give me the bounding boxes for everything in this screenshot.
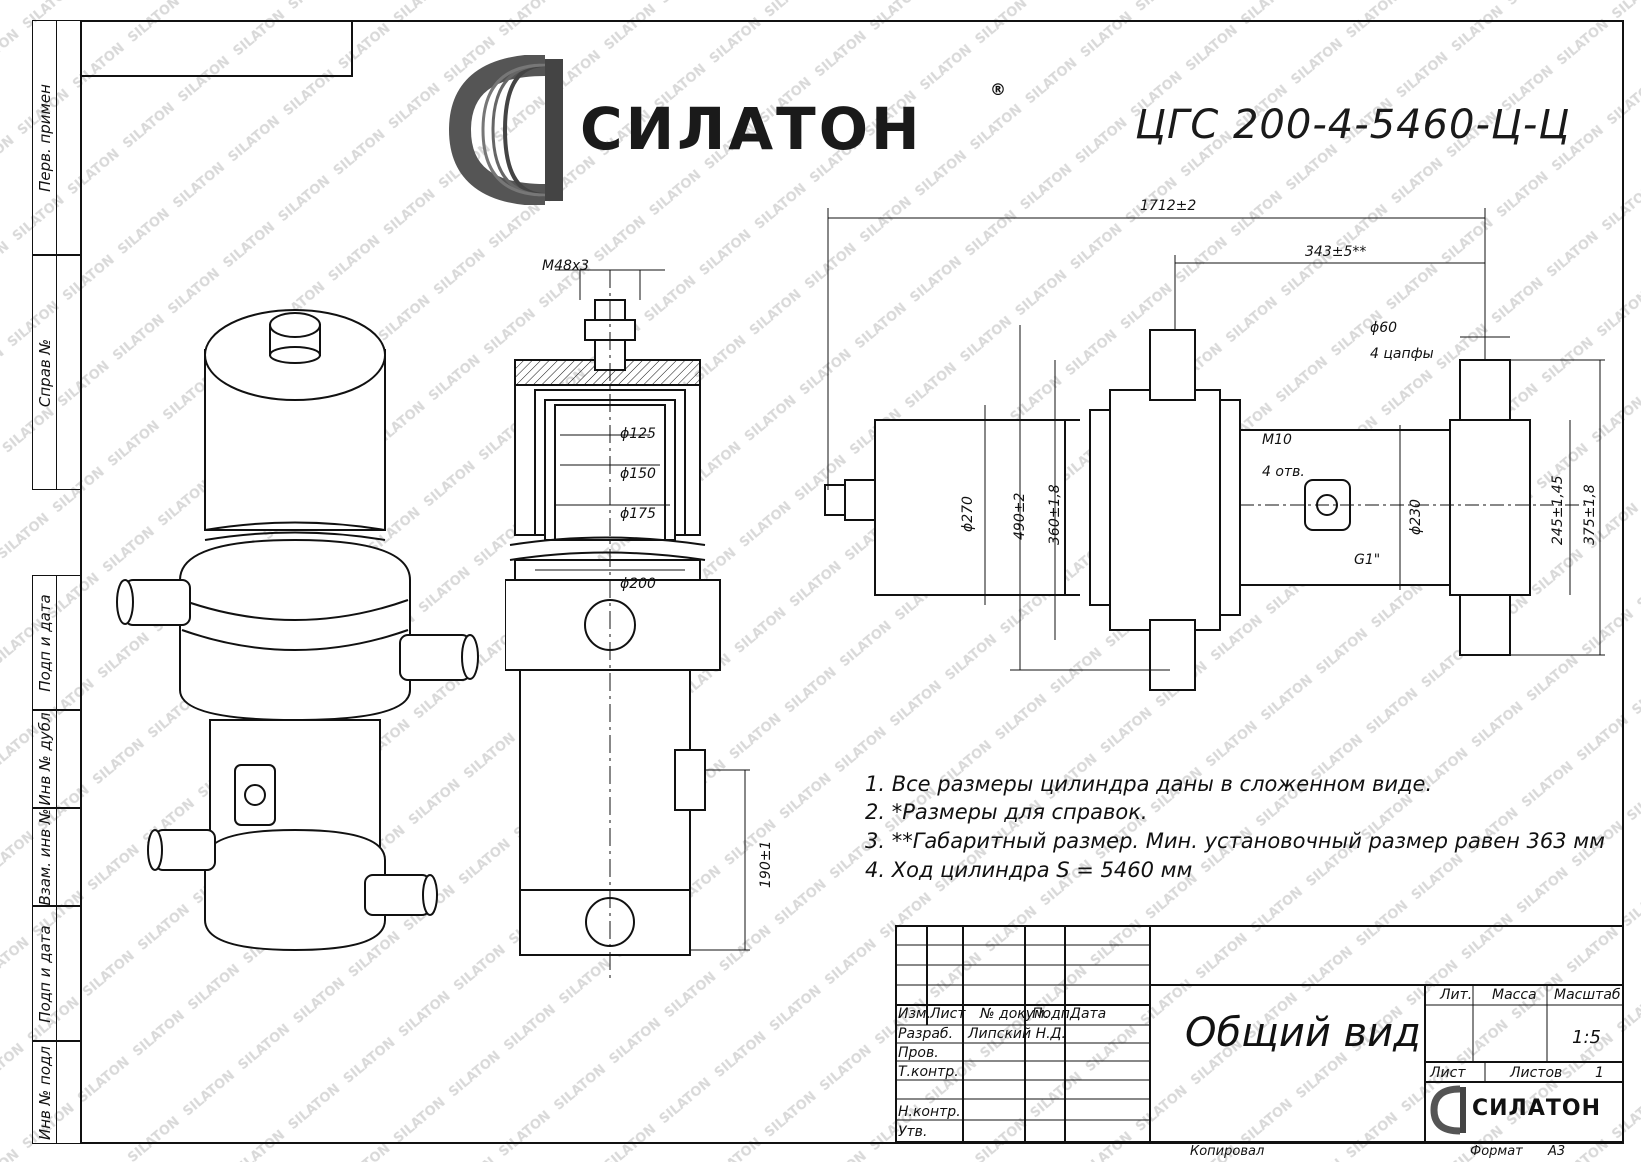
tb-developer: Липский Н.Д. (968, 1026, 1066, 1042)
tb-role-razrab: Разраб. (898, 1026, 954, 1042)
dim-holes: 4 отв. (1262, 464, 1305, 480)
tb-scale-label: Масштаб (1554, 987, 1621, 1003)
tb-role-utv: Утв. (898, 1124, 928, 1140)
drawing-frame (80, 20, 1624, 1144)
tb-role-tkontr: Т.контр. (898, 1064, 959, 1080)
tb-mass-label: Масса (1492, 987, 1537, 1003)
dim-h360: 360±1,8 (1047, 484, 1063, 545)
dim-g1: G1" (1354, 552, 1381, 568)
copied-label: Копировал (1190, 1144, 1265, 1159)
title-block-grid (895, 925, 1624, 1143)
registered-mark: ® (990, 80, 1006, 99)
dim-h375: 375±1,8 (1582, 484, 1598, 545)
tb-lit-label: Лит. (1440, 987, 1473, 1003)
tb-scale: 1:5 (1572, 1027, 1601, 1048)
format-value: А3 (1548, 1144, 1566, 1159)
dim-h490: 490±2 (1012, 492, 1028, 540)
tb-role-nkontr: Н.контр. (898, 1104, 961, 1120)
dim-h190: 190±1 (758, 840, 774, 888)
side-cell-inv-podl: Инв № подл (32, 1041, 80, 1144)
dim-m10: M10 (1262, 432, 1292, 448)
side-label: Инв № подл (35, 1045, 54, 1140)
side-label: Перв. примен (35, 83, 54, 192)
dim-d125: ϕ125 (620, 426, 656, 442)
document-number: ЦГС 200-4-5460-Ц-Ц (1135, 102, 1571, 148)
tb-header-dokum: № докум. (980, 1006, 1050, 1022)
tb-header-podp: Подп. (1032, 1006, 1075, 1022)
dim-d230: ϕ230 (1408, 499, 1424, 535)
tb-header-list: Лист (930, 1006, 966, 1022)
side-cell-sprav: Справ № (32, 255, 80, 490)
brand-name: СИЛАТОН (580, 95, 923, 163)
tb-sheets: 1 (1595, 1065, 1604, 1081)
side-cell-perv-primen: Перв. примен (32, 20, 80, 255)
tb-title: Общий вид (1185, 1010, 1421, 1056)
dim-trunnion-count: 4 цапфы (1370, 346, 1434, 362)
silaton-small-logo-icon (1430, 1085, 1466, 1135)
tb-role-prov: Пров. (898, 1045, 939, 1061)
tb-sheet-label: Лист (1430, 1065, 1466, 1081)
format-label: Формат (1470, 1144, 1523, 1159)
dim-d270: ϕ270 (960, 496, 976, 532)
side-cell-podp1: Подп и дата (32, 575, 80, 710)
side-cell-podp2: Подп и дата (32, 906, 80, 1041)
side-label: Подп и дата (35, 924, 54, 1023)
dim-overall-length: 1712±2 (1140, 198, 1197, 214)
silaton-logo-icon (448, 55, 563, 205)
note-1: 1. Все размеры цилиндра даны в сложенном… (865, 772, 1433, 796)
dim-trunnion-offset: 343±5** (1305, 244, 1367, 260)
dim-m48: M48x3 (542, 258, 590, 274)
tb-header-data: Дата (1070, 1006, 1107, 1022)
top-left-box (80, 20, 353, 77)
side-label: Подп и дата (35, 593, 54, 692)
side-label: Инв № дубл (35, 712, 54, 806)
cylinder-section-view (505, 269, 750, 980)
side-cell-inv-dubl: Инв № дубл (32, 710, 80, 808)
tb-brand-name: СИЛАТОН (1472, 1096, 1601, 1121)
note-2: 2. *Размеры для справок. (865, 800, 1148, 824)
tb-sheets-label: Листов (1510, 1065, 1563, 1081)
dim-h245: 245±1,45 (1550, 475, 1566, 545)
note-4: 4. Ход цилиндра S = 5460 мм (865, 858, 1193, 882)
cylinder-side-view (824, 208, 1605, 691)
note-3: 3. **Габаритный размер. Мин. установочны… (865, 829, 1605, 853)
dim-d200: ϕ200 (620, 576, 656, 592)
cylinder-iso-view (116, 309, 479, 952)
side-label: Справ № (35, 338, 54, 407)
side-cell-vzam: Взам. инв № (32, 808, 80, 906)
dim-trunnion-diameter: ϕ60 (1370, 320, 1398, 336)
dim-d175: ϕ175 (620, 506, 656, 522)
tb-header-izm: Изм. (898, 1006, 931, 1022)
dim-d150: ϕ150 (620, 466, 656, 482)
side-label: Взам. инв № (35, 808, 54, 906)
